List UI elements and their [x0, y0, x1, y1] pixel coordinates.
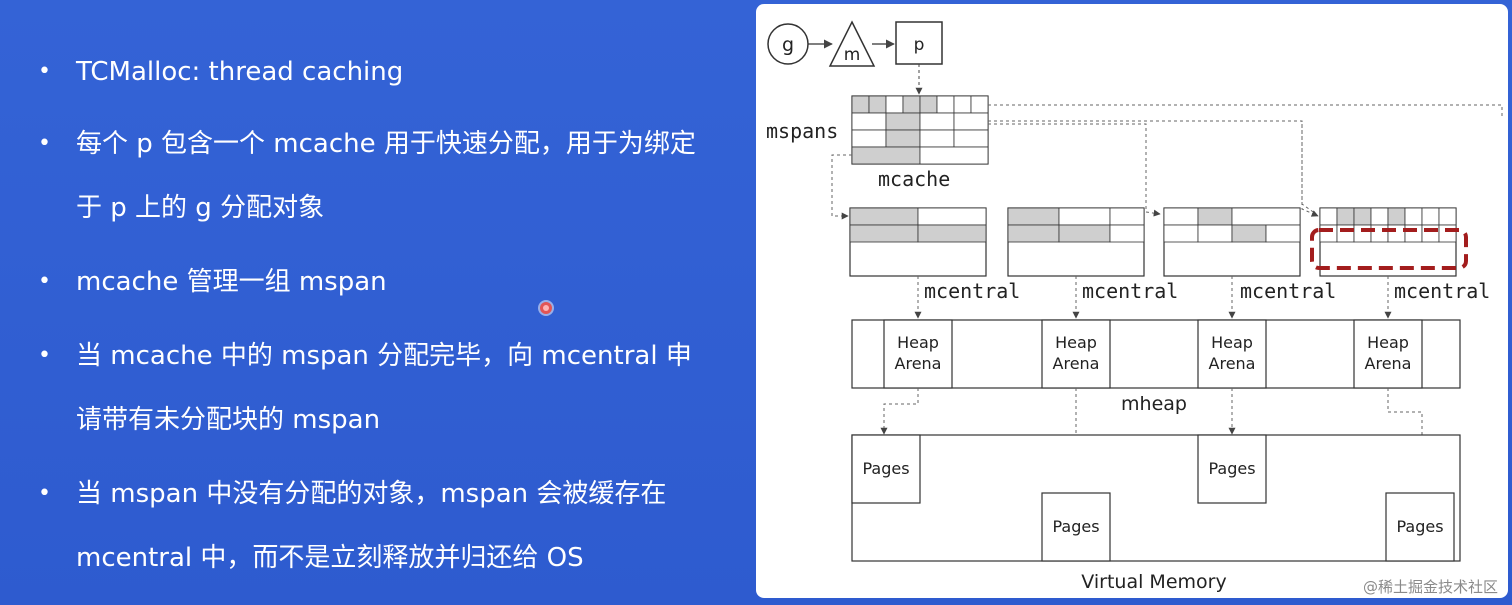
bullet-text-line2: 请带有未分配块的 mspan — [76, 405, 381, 435]
bullet-item-cache-in-mcentral: • 当 mspan 中没有分配的对象，mspan 会被缓存在 mcentral … — [36, 462, 766, 590]
mcache-label: mcache — [878, 167, 950, 191]
bullet-text-line2: mcentral 中，而不是立刻释放并归还给 OS — [76, 543, 584, 573]
pages-block-2: Pages — [1041, 492, 1111, 562]
laser-pointer-dot — [540, 302, 552, 314]
bullet-text-line2: 于 p 上的 g 分配对象 — [76, 193, 325, 223]
virtual-memory-label: Virtual Memory — [1081, 571, 1226, 593]
heap-arena-line2: Arena — [1209, 354, 1256, 373]
virtual-memory-container — [851, 434, 1461, 562]
bullet-item-mspan-group: • mcache 管理一组 mspan — [36, 250, 766, 314]
mcentral-box-2 — [1007, 207, 1145, 277]
bullet-item-mcache-per-p: • 每个 p 包含一个 mcache 用于快速分配，用于为绑定 于 p 上的 g… — [36, 112, 766, 240]
mcache-grid — [851, 95, 989, 165]
mspans-label: mspans — [766, 119, 838, 143]
pages-label: Pages — [862, 459, 909, 478]
heap-arena-2: Heap Arena — [1041, 319, 1111, 389]
memory-allocator-diagram: g m p — [756, 4, 1508, 598]
heap-arena-line1: Heap — [1367, 333, 1409, 352]
heap-arena-line1: Heap — [897, 333, 939, 352]
watermark: @稀土掘金技术社区 — [1362, 578, 1498, 596]
bullet-marker: • — [38, 59, 51, 84]
mcache-to-mcentral4-connector — [988, 104, 1503, 116]
mcentral-box-3 — [1163, 207, 1301, 277]
bullet-text: TCMalloc: thread caching — [76, 57, 404, 87]
bullet-text-line1: 当 mcache 中的 mspan 分配完毕，向 mcentral 申 — [76, 341, 692, 371]
heap-arena-3: Heap Arena — [1197, 319, 1267, 389]
bullet-marker: • — [38, 269, 51, 294]
mheap-label: mheap — [1121, 393, 1187, 415]
bullet-text-line1: 每个 p 包含一个 mcache 用于快速分配，用于为绑定 — [76, 129, 696, 159]
heap-arena-line2: Arena — [1365, 354, 1412, 373]
goroutine-node: g — [767, 23, 809, 65]
diagram-svg: g m p — [766, 20, 1503, 593]
processor-label: p — [914, 35, 925, 55]
machine-node: m — [828, 20, 876, 67]
goroutine-label: g — [782, 34, 794, 56]
machine-label: m — [844, 45, 861, 65]
mcache-to-mcentral4-arrow — [1301, 124, 1319, 217]
mcentral-label-3: mcentral — [1240, 279, 1336, 303]
mcentral-box-1 — [849, 207, 987, 277]
bullet-marker: • — [38, 131, 51, 156]
mcentral-box-4 — [1319, 207, 1457, 277]
heap-arena-line1: Heap — [1211, 333, 1253, 352]
pages-label: Pages — [1396, 517, 1443, 536]
mcache-to-mcentral3-connector — [988, 123, 1161, 217]
mcache-to-mcentral1-connector — [831, 154, 852, 220]
bullet-text: mcache 管理一组 mspan — [76, 267, 387, 297]
pages-block-1: Pages — [851, 434, 921, 504]
processor-node: p — [895, 21, 943, 65]
heap-arena-line2: Arena — [895, 354, 942, 373]
heap-arena-1: Heap Arena — [883, 319, 953, 389]
pages-label: Pages — [1208, 459, 1255, 478]
bullet-marker: • — [38, 481, 51, 506]
highlight-empty-mspan — [1310, 228, 1468, 270]
arena1-to-pages-arrow — [880, 388, 919, 435]
bullet-item-request-mcentral: • 当 mcache 中的 mspan 分配完毕，向 mcentral 申 请带… — [36, 324, 766, 452]
heap-arena-line2: Arena — [1053, 354, 1100, 373]
bullet-text-line1: 当 mspan 中没有分配的对象，mspan 会被缓存在 — [76, 479, 667, 509]
bullet-marker: • — [38, 343, 51, 368]
mcentral-label-2: mcentral — [1082, 279, 1178, 303]
heap-arena-line1: Heap — [1055, 333, 1097, 352]
mcentral-label-1: mcentral — [924, 279, 1020, 303]
pages-label: Pages — [1052, 517, 1099, 536]
bullet-item-tcmalloc: • TCMalloc: thread caching — [36, 40, 766, 104]
pages-block-3: Pages — [1197, 434, 1267, 504]
mcache-to-mcentral4-connector-b — [988, 120, 1317, 215]
pages-block-4: Pages — [1385, 492, 1455, 562]
mcentral-label-4: mcentral — [1394, 279, 1490, 303]
heap-arena-4: Heap Arena — [1353, 319, 1423, 389]
